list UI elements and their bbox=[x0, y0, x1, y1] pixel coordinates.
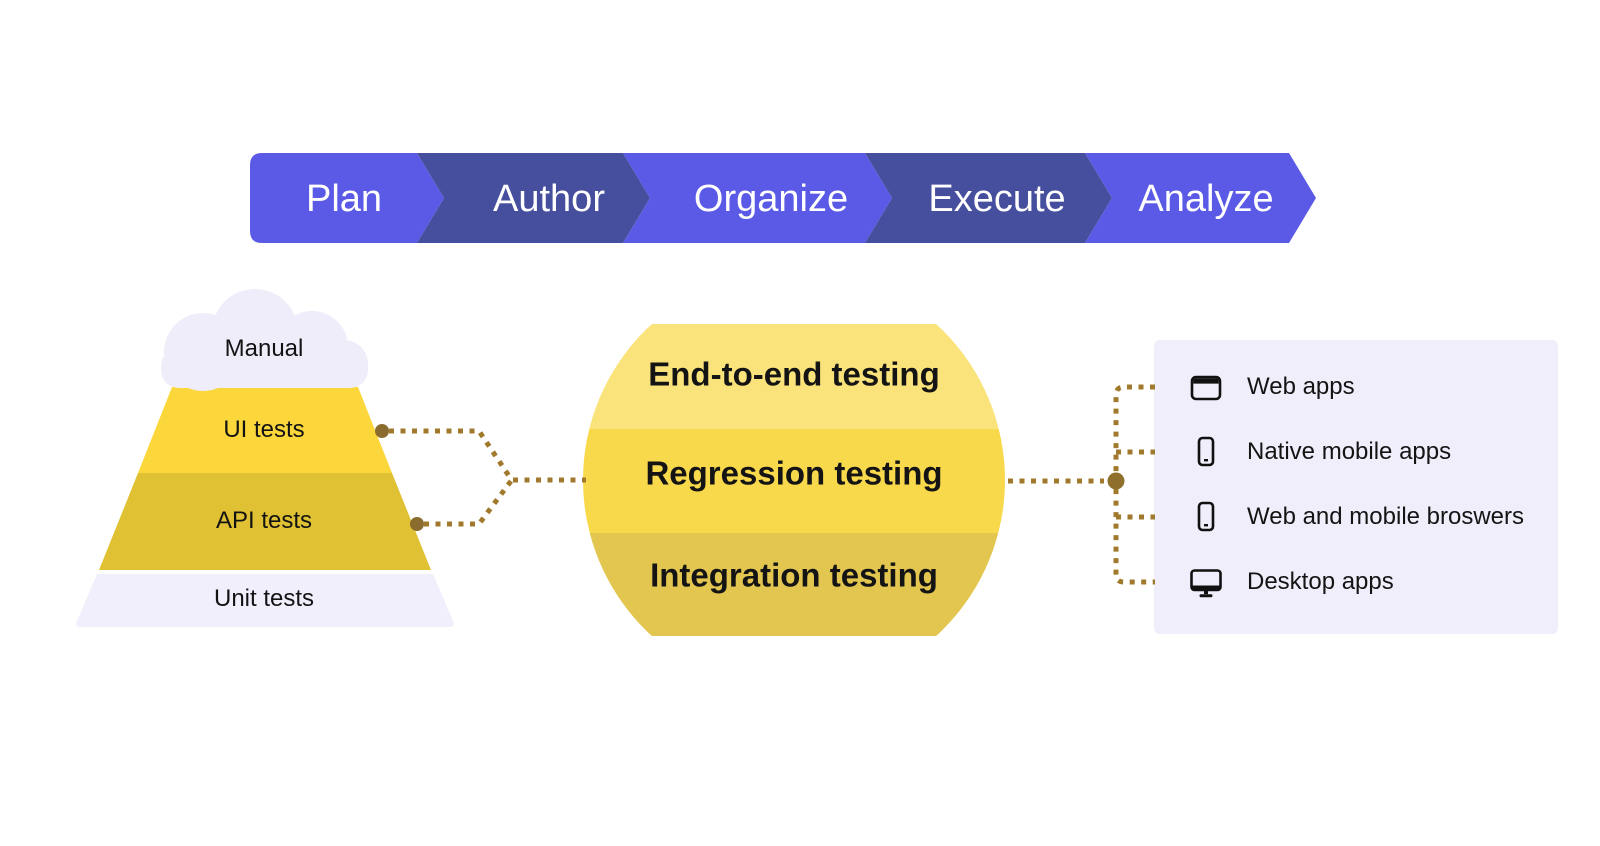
connector-dot-ui-tests bbox=[375, 424, 389, 438]
banner-stage-author: Author bbox=[493, 178, 605, 220]
target-item-web-apps: Web apps bbox=[1188, 367, 1355, 407]
dotted-connectors bbox=[389, 384, 1155, 585]
band-label-regression: Regression testing bbox=[645, 454, 943, 492]
testing-scope-circle bbox=[583, 324, 1005, 636]
connector-api-tests-line bbox=[424, 479, 514, 527]
banner-stage-organize: Organize bbox=[693, 178, 849, 220]
connector-dot-api-tests bbox=[410, 517, 424, 531]
targets-panel-background bbox=[1154, 340, 1558, 634]
chevron-plan bbox=[250, 153, 444, 243]
banner-stage-analyze: Analyze bbox=[1138, 178, 1274, 220]
connector-ui-tests-line bbox=[389, 428, 514, 481]
smartphone-icon bbox=[1197, 501, 1215, 532]
pyramid-label-unit-tests: Unit tests bbox=[213, 585, 315, 612]
band-regression bbox=[583, 429, 1005, 533]
chevron-author bbox=[417, 153, 650, 243]
band-label-integration: Integration testing bbox=[650, 556, 938, 594]
browser-window-icon bbox=[1190, 375, 1222, 401]
target-item-web-mobile-browsers: Web and mobile broswers bbox=[1188, 497, 1524, 537]
workflow-banner bbox=[250, 153, 1316, 243]
pyramid-label-api-tests: API tests bbox=[215, 507, 313, 534]
pyramid-layer-unit-tests bbox=[76, 574, 454, 627]
chevron-execute bbox=[865, 153, 1112, 243]
target-label-desktop-apps: Desktop apps bbox=[1247, 568, 1394, 595]
target-item-desktop-apps: Desktop apps bbox=[1188, 562, 1394, 602]
connector-branch-rail bbox=[1113, 384, 1155, 585]
connector-junction-dot bbox=[1107, 472, 1125, 490]
pyramid-layer-ui-tests bbox=[138, 387, 392, 473]
test-pyramid bbox=[76, 289, 454, 627]
target-label-web-mobile-browsers: Web and mobile broswers bbox=[1247, 503, 1525, 530]
banner-stage-execute: Execute bbox=[928, 178, 1066, 220]
band-end-to-end bbox=[583, 324, 1005, 429]
chevron-analyze bbox=[1085, 153, 1316, 243]
target-item-native-mobile-apps: Native mobile apps bbox=[1188, 432, 1451, 472]
pyramid-layer-api-tests bbox=[99, 473, 431, 570]
smartphone-icon bbox=[1197, 436, 1215, 467]
banner-stage-plan: Plan bbox=[305, 178, 383, 220]
pyramid-label-ui-tests: UI tests bbox=[223, 416, 305, 443]
pyramid-label-manual: Manual bbox=[224, 335, 304, 362]
band-label-end-to-end: End-to-end testing bbox=[648, 355, 940, 393]
target-label-web-apps: Web apps bbox=[1247, 373, 1355, 400]
target-label-native-mobile-apps: Native mobile apps bbox=[1247, 438, 1452, 465]
manual-cloud-shape bbox=[161, 289, 368, 391]
desktop-monitor-icon bbox=[1190, 569, 1222, 598]
band-integration bbox=[583, 533, 1005, 636]
chevron-organize bbox=[623, 153, 892, 243]
